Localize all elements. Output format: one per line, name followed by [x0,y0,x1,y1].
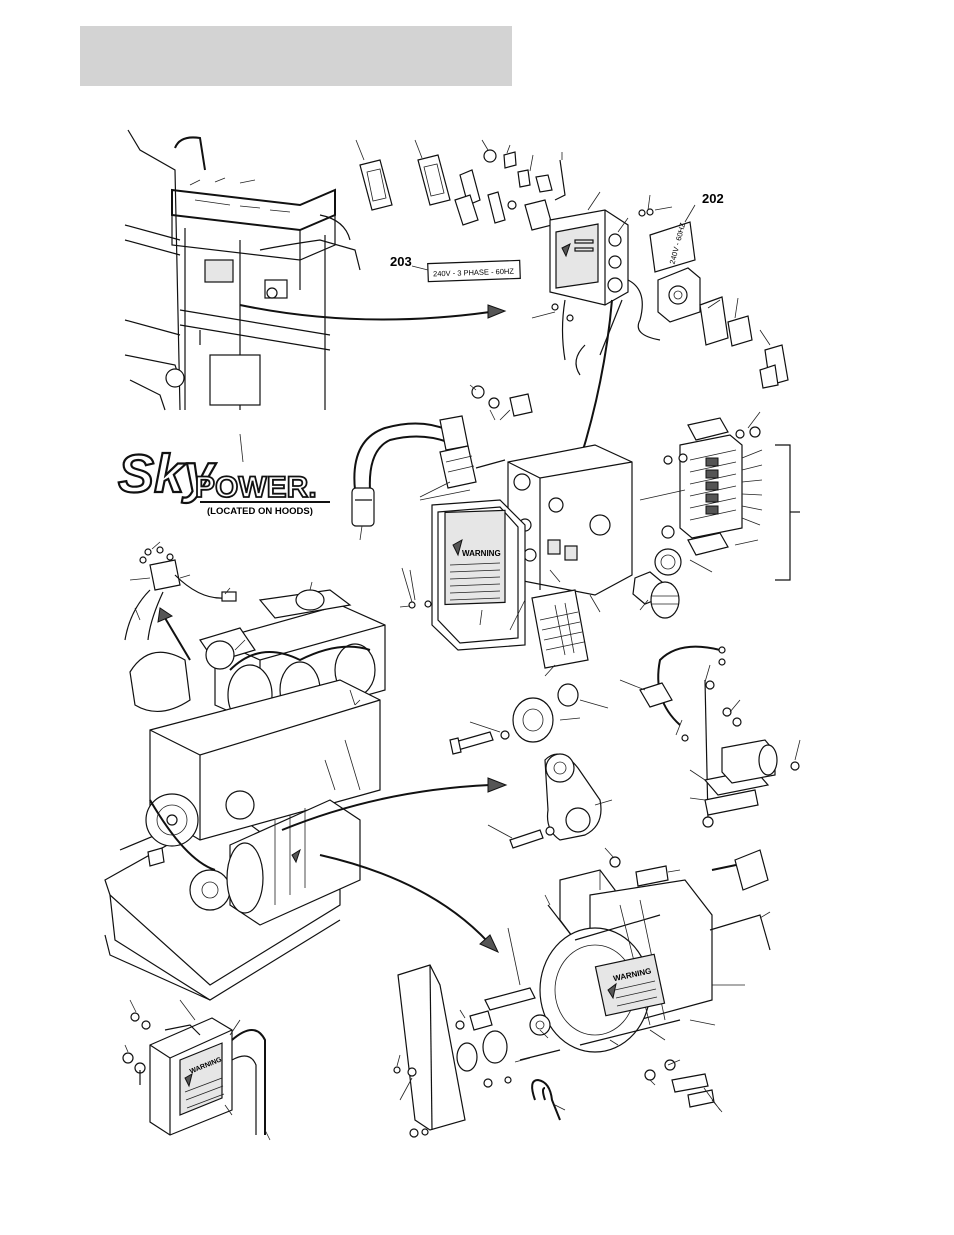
arrow-to-control-box [240,305,490,320]
receptacle-assembly [658,268,788,388]
solenoid-assembly [640,647,799,827]
cover-warning-text: WARNING [462,549,501,558]
logo-location-note: (LOCATED ON HOODS) [207,506,313,517]
decal-203: 240V - 3 PHASE - 60HZ 203 [390,254,520,282]
arrow-to-junction-box [580,300,612,460]
engine-assembly [105,590,385,1000]
junction-box-cover: WARNING [400,500,525,650]
relay-subassembly [125,547,236,640]
switch-plates [360,150,565,230]
belt-tensioner [510,754,601,848]
logo-power: POWER. [195,471,317,504]
lock-nuts-and-connectors [633,549,681,618]
electrical-box [532,207,672,375]
callout-202: 202 [702,191,724,206]
wiring-diagram-decal [532,590,588,668]
belt-guard [394,965,465,1137]
callout-203: 203 [390,254,412,269]
platform-control-box [125,130,360,410]
generator-control-box: WARNING [123,1013,265,1135]
junction-box [508,445,632,595]
skypower-logo: Sky POWER. (LOCATED ON HOODS) [118,434,330,517]
decal-202: 240V - 60HZ 202 [650,191,724,272]
idler-pulley [450,684,578,754]
